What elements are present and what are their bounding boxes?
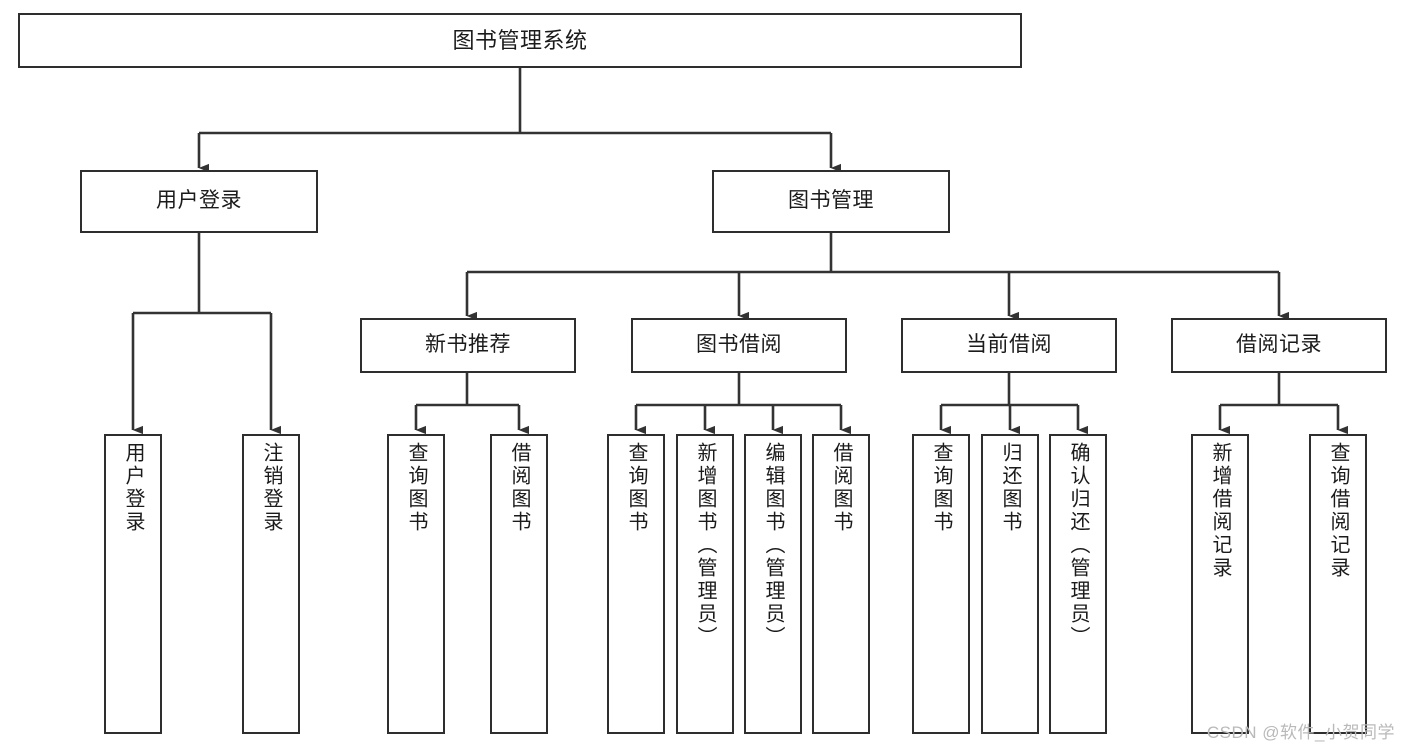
node-new-book-recommendation[interactable]: 新书推荐 (360, 318, 576, 373)
node-label: 用户登录 (156, 189, 242, 213)
node-root-book-management-system[interactable]: 图书管理系统 (18, 13, 1022, 68)
leaf-query-book-current[interactable]: 查询图书 (912, 434, 970, 734)
node-label: 新书推荐 (425, 333, 511, 357)
node-user-login[interactable]: 用户登录 (80, 170, 318, 233)
leaf-edit-book-admin[interactable]: 编辑图书（管理员） (744, 434, 802, 734)
leaf-logout[interactable]: 注销登录 (242, 434, 300, 734)
leaf-borrow-book[interactable]: 借阅图书 (812, 434, 870, 734)
leaf-confirm-return-admin[interactable]: 确认归还（管理员） (1049, 434, 1107, 734)
leaf-query-book-borrow[interactable]: 查询图书 (607, 434, 665, 734)
node-label: 借阅图书 (508, 442, 530, 534)
leaf-user-login[interactable]: 用户登录 (104, 434, 162, 734)
node-label: 新增借阅记录 (1209, 442, 1231, 580)
node-current-borrowing[interactable]: 当前借阅 (901, 318, 1117, 373)
leaf-query-borrow-record[interactable]: 查询借阅记录 (1309, 434, 1367, 734)
node-label: 归还图书 (999, 442, 1021, 534)
node-label: 借阅记录 (1236, 333, 1322, 357)
node-label: 借阅图书 (830, 442, 852, 534)
node-label: 注销登录 (260, 442, 282, 534)
node-label: 图书管理 (788, 189, 874, 213)
node-label: 查询图书 (930, 442, 952, 534)
node-label: 查询图书 (625, 442, 647, 534)
node-book-borrowing[interactable]: 图书借阅 (631, 318, 847, 373)
leaf-add-book-admin[interactable]: 新增图书（管理员） (676, 434, 734, 734)
node-label: 查询图书 (405, 442, 427, 534)
node-label: 图书借阅 (696, 333, 782, 357)
node-borrowing-record[interactable]: 借阅记录 (1171, 318, 1387, 373)
node-label: 确认归还（管理员） (1067, 442, 1089, 649)
node-label: 用户登录 (122, 442, 144, 534)
node-label: 查询借阅记录 (1327, 442, 1349, 580)
leaf-borrow-book-newbook[interactable]: 借阅图书 (490, 434, 548, 734)
node-book-management[interactable]: 图书管理 (712, 170, 950, 233)
leaf-add-borrow-record[interactable]: 新增借阅记录 (1191, 434, 1249, 734)
node-label: 新增图书（管理员） (694, 442, 716, 649)
leaf-return-book[interactable]: 归还图书 (981, 434, 1039, 734)
leaf-query-book-newbook[interactable]: 查询图书 (387, 434, 445, 734)
node-label: 当前借阅 (966, 333, 1052, 357)
node-label: 图书管理系统 (452, 27, 588, 53)
node-label: 编辑图书（管理员） (762, 442, 784, 649)
